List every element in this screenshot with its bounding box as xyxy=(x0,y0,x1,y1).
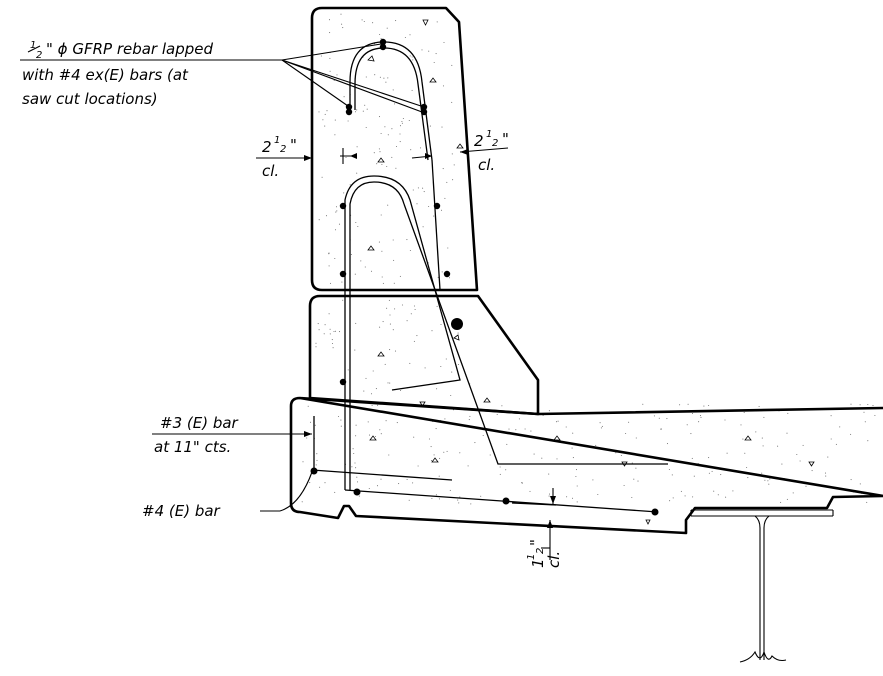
svg-text:2: 2 xyxy=(492,138,498,149)
svg-text:#3 (E) bar: #3 (E) bar xyxy=(160,414,239,432)
diagonal-bar xyxy=(403,203,668,465)
svg-text:": " xyxy=(527,539,545,546)
bar3-callout-label: #3 (E) bar at 11" cts. xyxy=(154,414,239,456)
svg-text:2: 2 xyxy=(262,138,272,156)
upper-barrier-outline xyxy=(310,6,479,292)
svg-text:" ϕ GFRP rebar lapped: " ϕ GFRP rebar lapped xyxy=(46,40,213,58)
svg-text:saw cut locations): saw cut locations) xyxy=(22,90,158,108)
svg-text:at 11" cts.: at 11" cts. xyxy=(154,438,231,456)
existing-hairpin-inner xyxy=(349,181,405,490)
svg-text:": " xyxy=(290,136,297,154)
svg-text:1: 1 xyxy=(486,129,492,140)
steel-girder xyxy=(690,509,834,663)
concrete-stipple xyxy=(301,13,876,505)
deck-slab-outline xyxy=(289,396,883,535)
svg-text:with #4 ex(E) bars (at: with #4 ex(E) bars (at xyxy=(22,66,189,84)
gfrp-callout-label: 1 2 " ϕ GFRP rebar lapped with #4 ex(E) … xyxy=(22,40,213,108)
bottom-transverse-bar xyxy=(311,469,453,481)
right-clear-cover-dim: 2 1 2 " cl. xyxy=(474,129,509,174)
left-clear-cover-dim: 2 1 2 " cl. xyxy=(262,135,297,180)
rebar-dots xyxy=(310,38,659,516)
bottom-clear-cover-dim: 1 1 2 " cl. xyxy=(526,539,563,568)
svg-text:1: 1 xyxy=(274,135,280,146)
svg-text:cl.: cl. xyxy=(478,156,495,174)
svg-text:2: 2 xyxy=(280,144,286,155)
svg-text:1: 1 xyxy=(529,558,547,568)
gfrp-hairpin-upper-inner xyxy=(354,47,429,161)
svg-text:": " xyxy=(502,130,509,148)
svg-text:#4 (E) bar: #4 (E) bar xyxy=(142,502,221,520)
existing-hairpin xyxy=(344,175,461,490)
svg-text:2: 2 xyxy=(36,50,42,61)
svg-text:1: 1 xyxy=(30,40,36,51)
bar4-callout-label: #4 (E) bar xyxy=(142,502,221,520)
svg-text:cl.: cl. xyxy=(545,551,563,568)
svg-text:2: 2 xyxy=(535,548,546,554)
svg-text:2: 2 xyxy=(474,132,484,150)
svg-text:cl.: cl. xyxy=(262,162,279,180)
aggregate-marks xyxy=(367,19,815,525)
svg-text:1: 1 xyxy=(526,554,537,560)
lower-barrier-outline xyxy=(308,294,540,416)
